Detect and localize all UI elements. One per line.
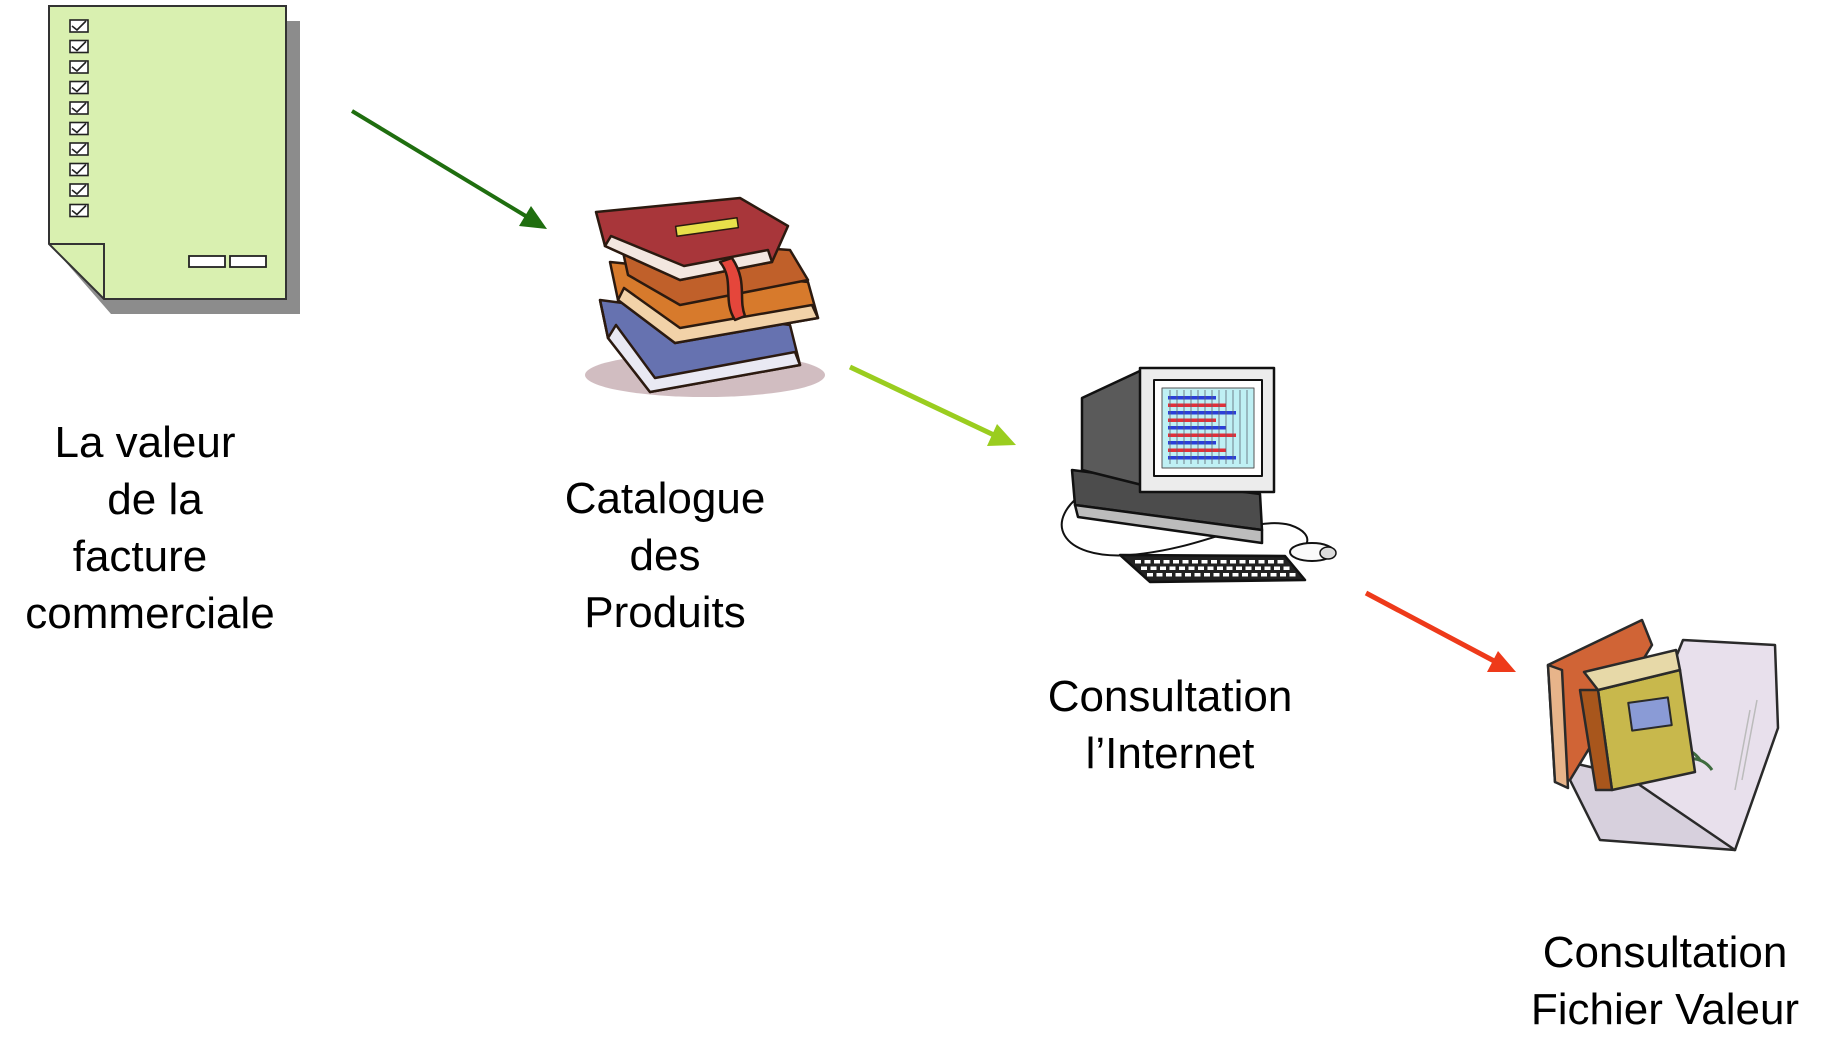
- label-line: La valeur: [54, 418, 236, 467]
- label-internet-consultation: Consultation l’Internet: [1015, 668, 1325, 782]
- key-icon: [1258, 560, 1265, 564]
- key-icon: [1242, 573, 1248, 577]
- key-icon: [1154, 560, 1160, 564]
- check-mark-icon: [71, 20, 87, 32]
- key-icon: [1198, 566, 1204, 570]
- key-icon: [1245, 566, 1252, 570]
- arrow-invoice-to-catalogue: [350, 109, 547, 229]
- arrow-catalogue-to-internet: [848, 364, 1016, 446]
- key-icon: [1223, 573, 1229, 577]
- check-mark-icon: [71, 61, 87, 73]
- check-mark-icon: [71, 184, 87, 196]
- screen-line-icon: [1168, 396, 1216, 400]
- key-icon: [1283, 566, 1290, 570]
- book-stack-icon: [585, 196, 825, 397]
- label-invoice-value: La valeur de la facture commerciale: [0, 414, 300, 642]
- key-icon: [1274, 566, 1280, 570]
- key-icon: [1289, 573, 1296, 577]
- screen-line-icon: [1168, 448, 1226, 452]
- check-mark-icon: [71, 204, 87, 216]
- key-icon: [1268, 560, 1274, 564]
- label-value-file-consultation: Consultation Fichier Valeur: [1500, 924, 1828, 1038]
- label-line: des: [629, 531, 701, 580]
- binder-folder-icon: [1546, 618, 1780, 852]
- key-icon: [1185, 573, 1191, 577]
- label-line: Catalogue: [564, 474, 766, 523]
- screen-line-icon: [1168, 456, 1236, 460]
- key-icon: [1211, 560, 1217, 564]
- key-icon: [1188, 566, 1195, 570]
- key-icon: [1277, 560, 1284, 564]
- key-icon: [1179, 566, 1185, 570]
- key-icon: [1236, 566, 1242, 570]
- check-mark-icon: [71, 163, 87, 175]
- label-line: Produits: [584, 588, 746, 637]
- label-line: Consultation: [1047, 672, 1293, 721]
- key-icon: [1264, 566, 1271, 570]
- key-icon: [1230, 560, 1236, 564]
- screen-line-icon: [1168, 418, 1216, 422]
- label-line: Consultation: [1542, 928, 1788, 977]
- key-icon: [1135, 560, 1141, 564]
- key-icon: [1182, 560, 1189, 564]
- screen-line-icon: [1168, 403, 1226, 407]
- key-icon: [1239, 560, 1246, 564]
- key-icon: [1232, 573, 1239, 577]
- screen-line-icon: [1168, 426, 1226, 430]
- screen-line-icon: [1168, 441, 1216, 445]
- key-icon: [1194, 573, 1201, 577]
- checklist-document-icon: [48, 5, 300, 314]
- key-icon: [1213, 573, 1220, 577]
- label-line: commerciale: [25, 589, 275, 638]
- key-icon: [1160, 566, 1166, 570]
- key-icon: [1261, 573, 1267, 577]
- key-icon: [1226, 566, 1233, 570]
- key-icon: [1175, 573, 1182, 577]
- arrow-internet-to-file: [1364, 590, 1516, 672]
- key-icon: [1169, 566, 1176, 570]
- key-icon: [1255, 566, 1261, 570]
- key-icon: [1204, 573, 1210, 577]
- key-icon: [1166, 573, 1172, 577]
- label-line: l’Internet: [1085, 729, 1255, 778]
- check-mark-icon: [71, 102, 87, 114]
- label-line: Fichier Valeur: [1530, 985, 1800, 1034]
- key-icon: [1150, 566, 1157, 570]
- key-icon: [1280, 573, 1286, 577]
- screen-line-icon: [1168, 411, 1236, 415]
- label-product-catalogue: Catalogue des Produits: [540, 470, 790, 641]
- key-icon: [1173, 560, 1179, 564]
- label-line: de la: [107, 475, 203, 524]
- check-mark-icon: [71, 81, 87, 93]
- key-icon: [1147, 573, 1153, 577]
- key-icon: [1192, 560, 1198, 564]
- key-icon: [1217, 566, 1223, 570]
- check-mark-icon: [71, 143, 87, 155]
- key-icon: [1220, 560, 1227, 564]
- key-icon: [1141, 566, 1147, 570]
- key-icon: [1144, 560, 1151, 564]
- check-mark-icon: [71, 40, 87, 52]
- key-icon: [1163, 560, 1170, 564]
- key-icon: [1156, 573, 1163, 577]
- screen-line-icon: [1168, 433, 1236, 437]
- key-icon: [1201, 560, 1208, 564]
- label-line: facture: [72, 532, 208, 581]
- key-icon: [1270, 573, 1277, 577]
- key-icon: [1249, 560, 1255, 564]
- check-mark-icon: [71, 122, 87, 134]
- key-icon: [1251, 573, 1258, 577]
- desktop-computer-icon: [1060, 366, 1337, 584]
- key-icon: [1207, 566, 1214, 570]
